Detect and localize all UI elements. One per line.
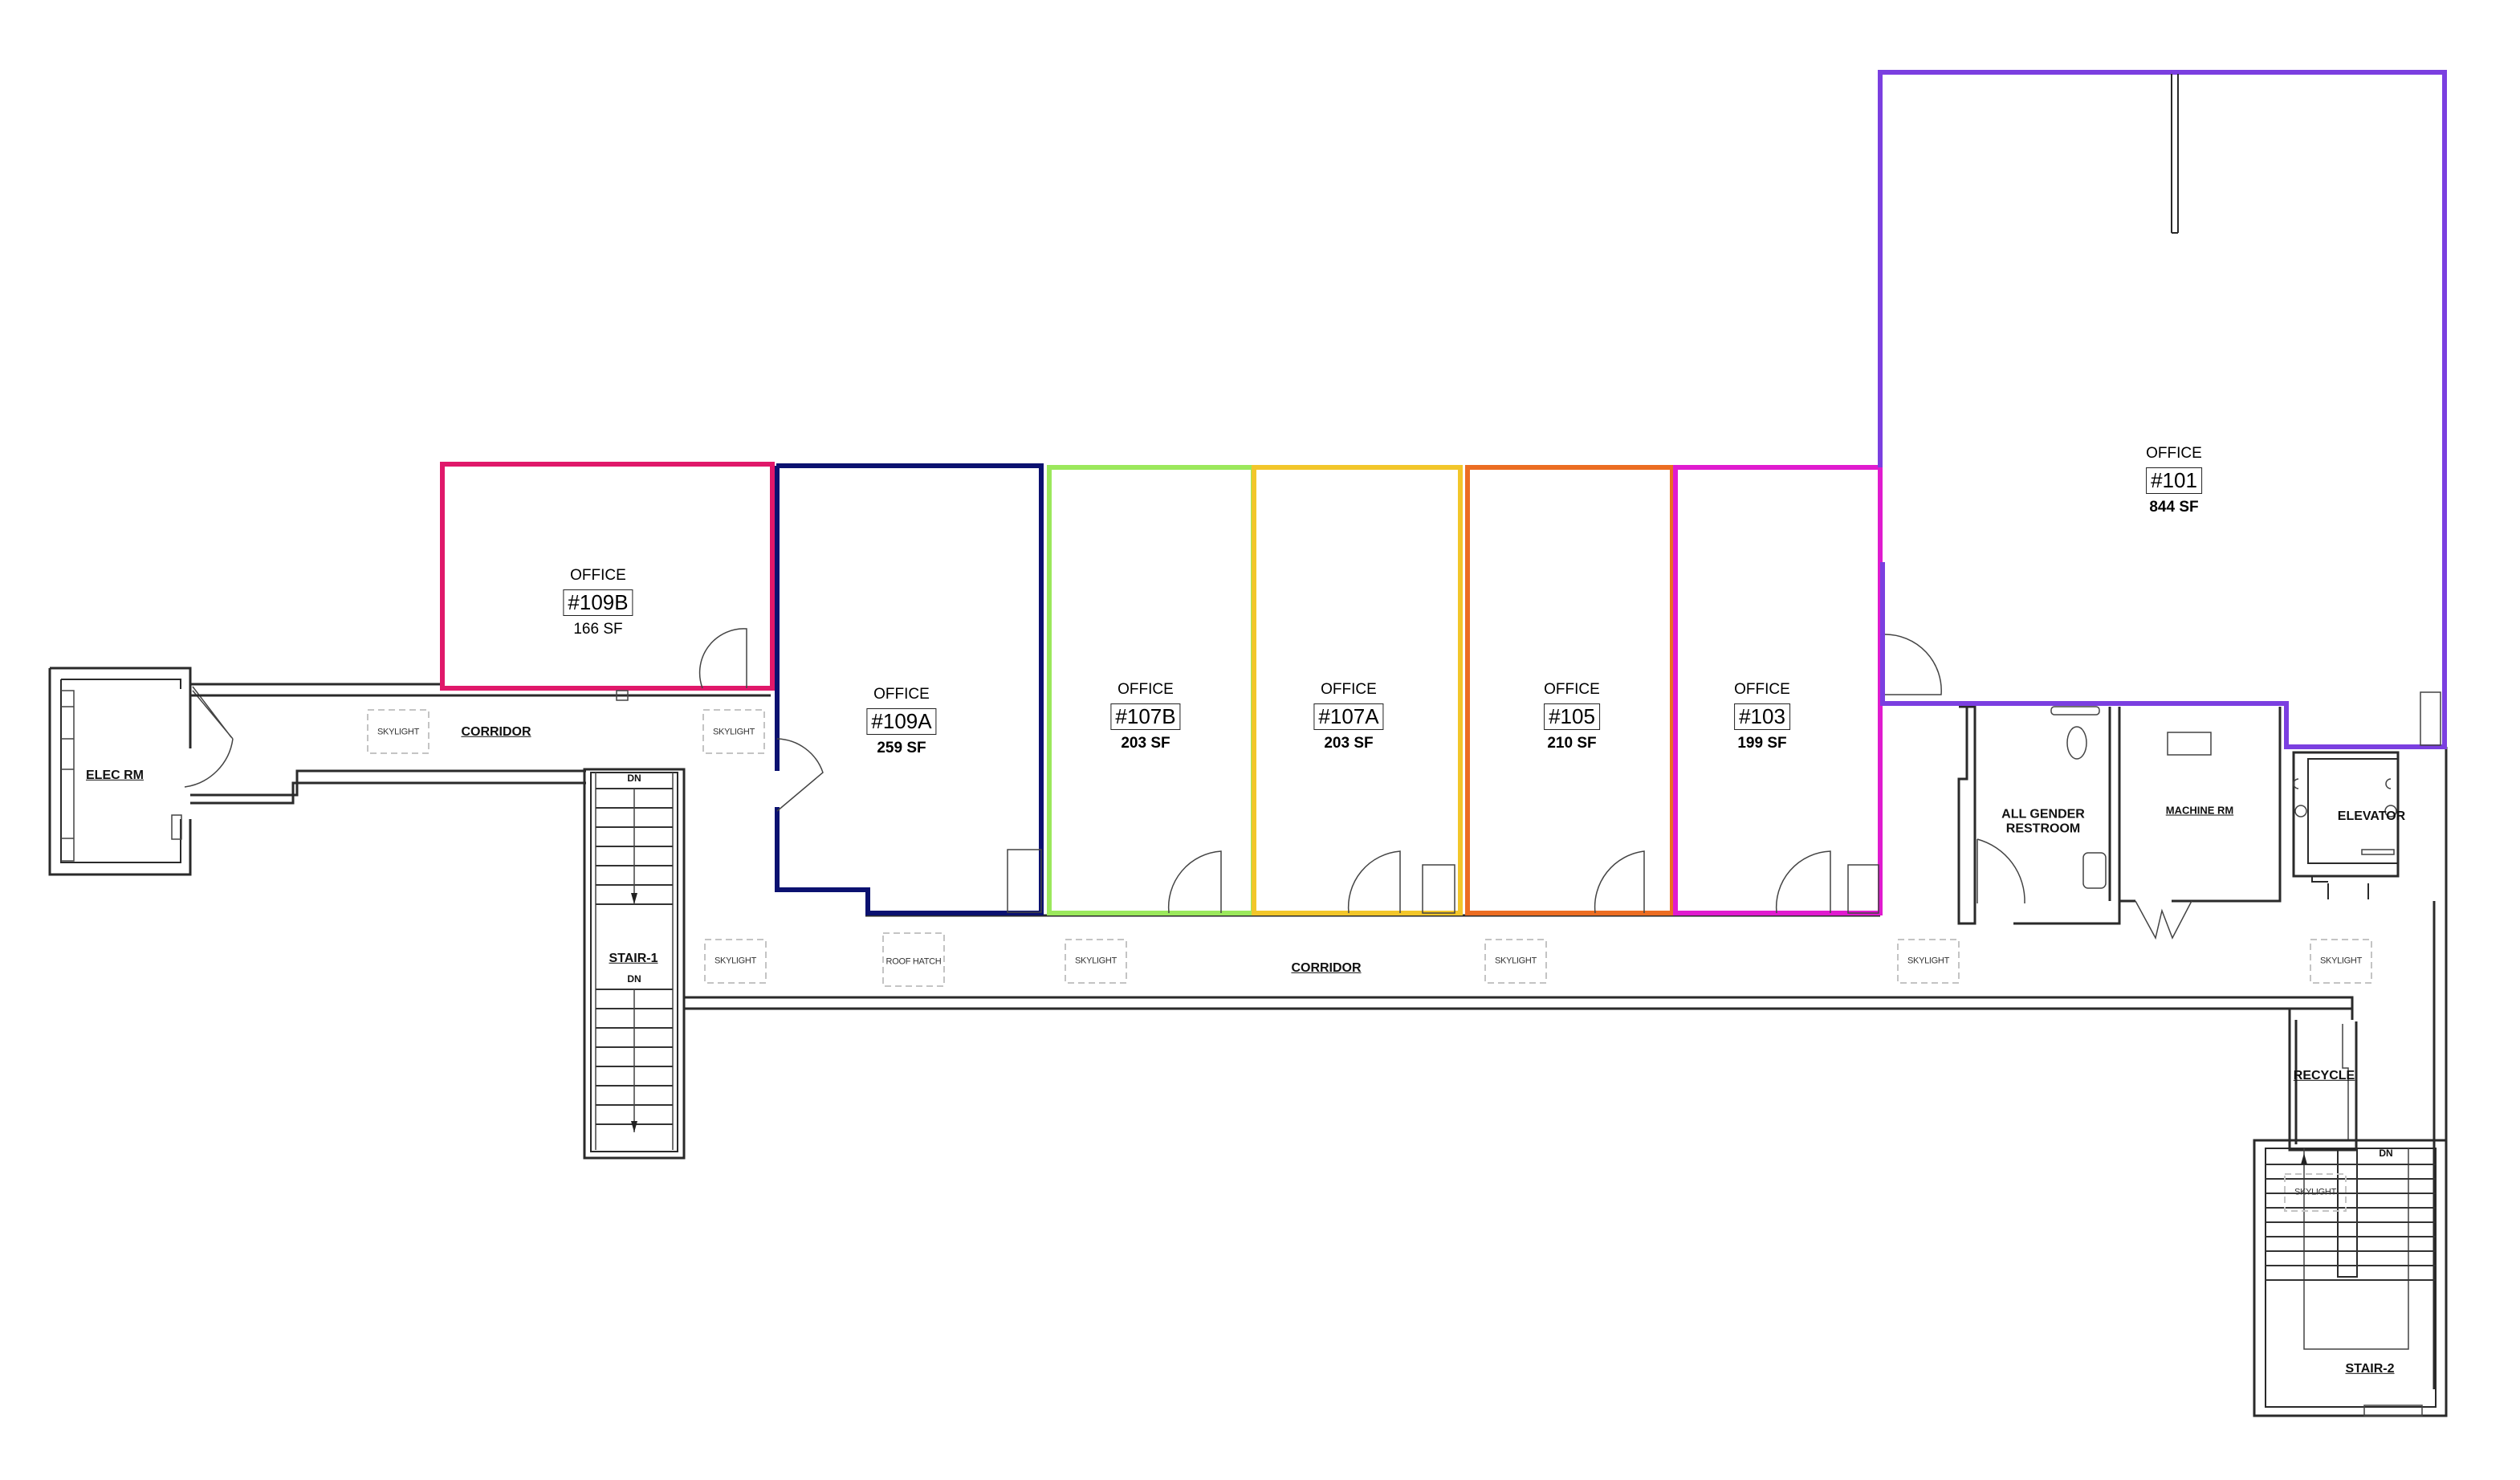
room-area: 844 SF xyxy=(2149,498,2199,516)
office-107b-label: OFFICE #107B 203 SF xyxy=(1110,681,1181,752)
room-number: #107B xyxy=(1110,703,1181,730)
skylight-label: SKYLIGHT xyxy=(2319,956,2363,966)
stair-1-down-label-2: DN xyxy=(627,973,641,985)
room-number: #105 xyxy=(1544,703,1600,730)
room-number: #109B xyxy=(563,589,633,616)
stair-2-label: STAIR-2 xyxy=(2345,1361,2395,1376)
office-109a-outline xyxy=(775,463,1044,915)
skylight-label: SKYLIGHT xyxy=(714,956,757,966)
room-number: #101 xyxy=(2146,467,2202,494)
stair-1-label: STAIR-1 xyxy=(609,951,658,965)
room-area: 203 SF xyxy=(1324,734,1374,752)
stair-2-down-label: DN xyxy=(2379,1148,2393,1160)
room-area: 199 SF xyxy=(1737,734,1787,752)
room-area: 259 SF xyxy=(877,739,926,756)
room-type: OFFICE xyxy=(1544,681,1600,698)
office-109a-label: OFFICE #109A 259 SF xyxy=(866,686,937,757)
office-107a-outline xyxy=(1252,465,1463,915)
room-area: 203 SF xyxy=(1121,734,1170,752)
office-105-label: OFFICE #105 210 SF xyxy=(1544,681,1600,752)
office-101-label: OFFICE #101 844 SF xyxy=(2146,445,2202,516)
room-type: OFFICE xyxy=(873,686,930,703)
restroom-label: ALL GENDER RESTROOM xyxy=(2001,808,2085,838)
office-105-outline xyxy=(1465,465,1675,915)
office-103-outline xyxy=(1673,465,1883,915)
machine-rm-label: MACHINE RM xyxy=(2165,804,2234,817)
elevator-label: ELEVATOR xyxy=(2337,809,2406,823)
roof-hatch-label: ROOF HATCH xyxy=(885,956,942,967)
office-outlines xyxy=(440,70,2447,915)
room-type: OFFICE xyxy=(2146,445,2202,462)
office-107a-label: OFFICE #107A 203 SF xyxy=(1313,681,1384,752)
office-109b-outline xyxy=(440,462,775,691)
office-109b-label: OFFICE #109B 166 SF xyxy=(563,567,633,638)
elec-rm-label: ELEC RM xyxy=(86,768,144,782)
skylight-label: SKYLIGHT xyxy=(1494,956,1537,966)
room-type: OFFICE xyxy=(1734,681,1790,698)
stair-1-down-label: DN xyxy=(627,773,641,785)
restroom-label-line2: RESTROOM xyxy=(2005,822,2081,836)
room-number: #109A xyxy=(866,708,937,735)
room-type: OFFICE xyxy=(1118,681,1174,698)
skylight-label: SKYLIGHT xyxy=(1907,956,1950,966)
office-101-outline xyxy=(1878,70,2447,749)
room-area: 210 SF xyxy=(1547,734,1597,752)
corridor-main-label: CORRIDOR xyxy=(1291,960,1362,975)
skylights xyxy=(367,709,2372,1212)
room-number: #103 xyxy=(1734,703,1790,730)
skylight-label: SKYLIGHT xyxy=(712,727,755,737)
office-103-label: OFFICE #103 199 SF xyxy=(1734,681,1790,752)
skylight-label: SKYLIGHT xyxy=(377,727,420,737)
corridor-upper-label: CORRIDOR xyxy=(461,724,531,739)
room-type: OFFICE xyxy=(570,567,626,584)
stair-2-treads xyxy=(2266,1153,2436,1281)
skylight-label: SKYLIGHT xyxy=(2294,1187,2337,1197)
skylight-label: SKYLIGHT xyxy=(1074,956,1118,966)
recycle-label: RECYCLE xyxy=(2293,1068,2355,1082)
stair-1-treads xyxy=(596,788,673,1132)
room-number: #107A xyxy=(1313,703,1384,730)
building-walls xyxy=(48,667,2448,1417)
room-area: 166 SF xyxy=(573,620,623,638)
room-type: OFFICE xyxy=(1321,681,1377,698)
restroom-label-line1: ALL GENDER xyxy=(2001,807,2085,822)
